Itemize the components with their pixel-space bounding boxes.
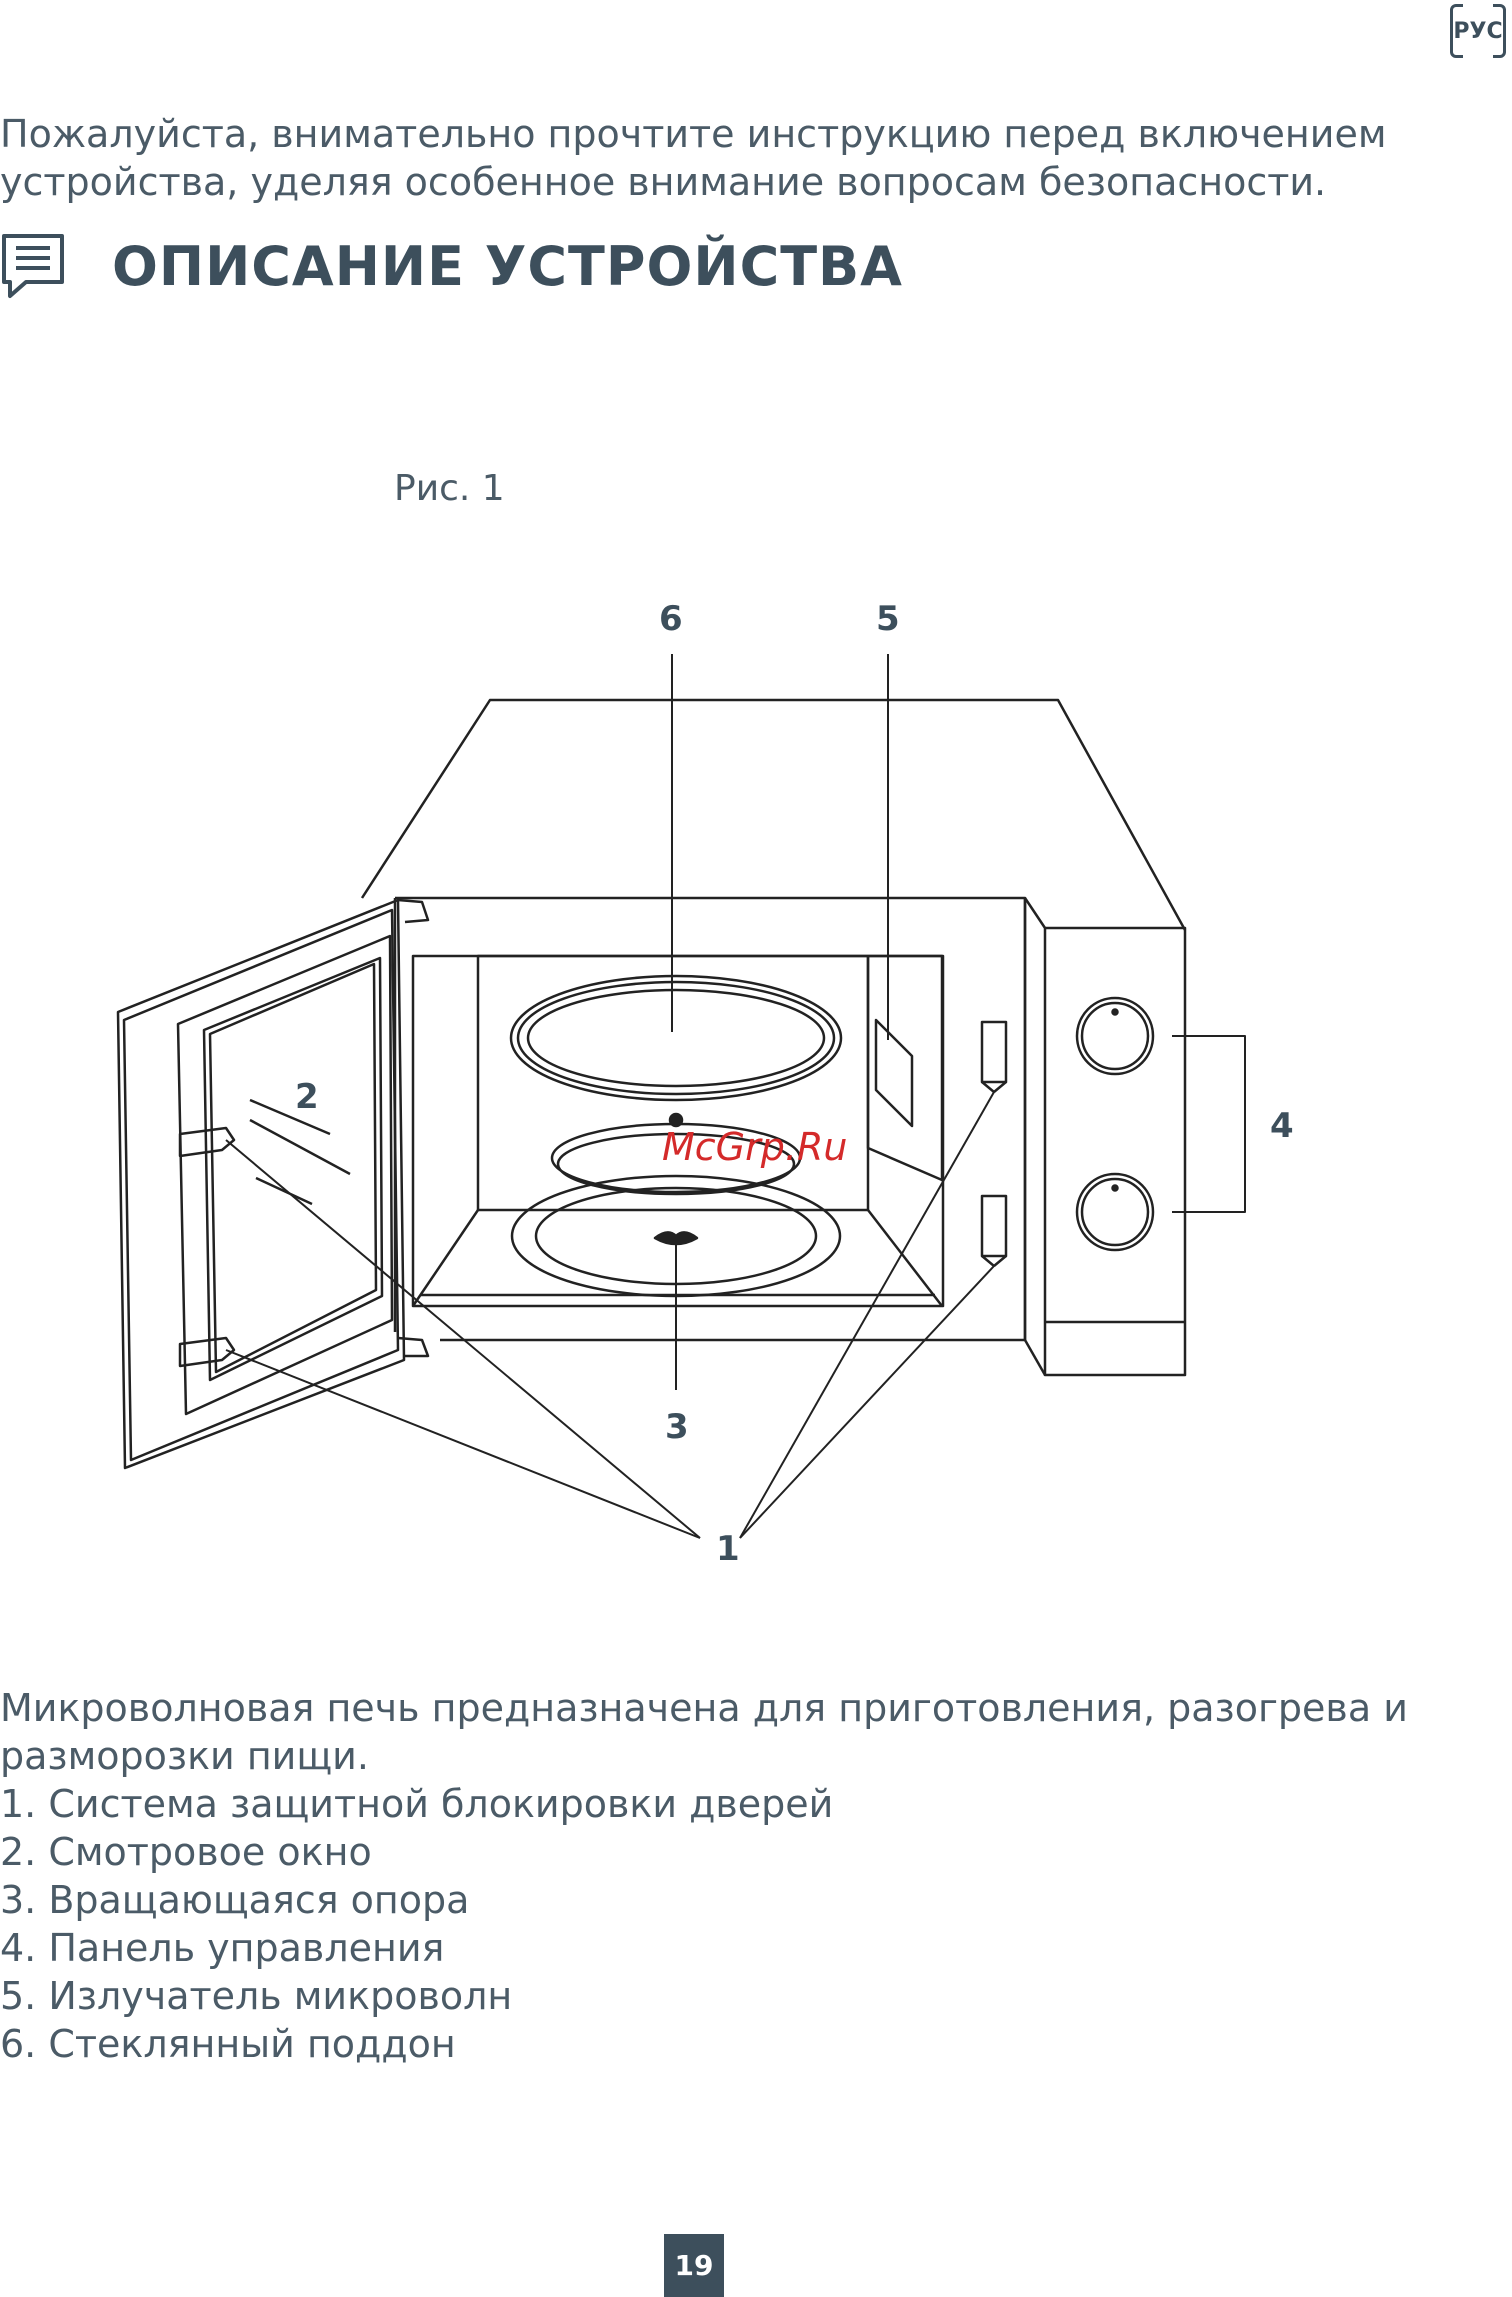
leader-1a	[225, 1139, 701, 1539]
intro-text: Пожалуйста, внимательно прочтите инструк…	[0, 112, 1387, 204]
list-item: 6. Стеклянный поддон	[0, 2022, 456, 2066]
parts-list: 1. Система защитной блокировки дверей 2.…	[0, 1780, 833, 2068]
door-window-frame	[176, 934, 394, 1416]
knob-top	[1075, 996, 1155, 1076]
language-badge-label: РУС	[1453, 18, 1503, 44]
oven-cavity-back	[476, 954, 944, 1182]
figure-caption: Рис. 1	[394, 468, 505, 509]
interlock-upper	[980, 1020, 1008, 1084]
section-title: ОПИСАНИЕ УСТРОЙСТВА	[112, 234, 903, 298]
watermark: McGrp.Ru	[662, 1125, 847, 1169]
glass-tray	[509, 974, 843, 1102]
list-item: 5. Излучатель микроволн	[0, 1974, 513, 2018]
device-purpose-text: Микроволновая печь предназначена для при…	[0, 1686, 1408, 1778]
leader-4	[1172, 1035, 1246, 1213]
list-item: 2. Смотровое окно	[0, 1830, 372, 1874]
list-item: 3. Вращающаяся опора	[0, 1878, 470, 1922]
knob-bottom	[1075, 1172, 1155, 1252]
callout-2: 2	[295, 1077, 319, 1117]
leader-1c	[739, 1091, 995, 1539]
language-badge: РУС	[1450, 3, 1506, 59]
list-item: 4. Панель управления	[0, 1926, 445, 1970]
callout-5: 5	[876, 599, 900, 639]
callout-1: 1	[716, 1529, 740, 1569]
callout-3: 3	[665, 1407, 689, 1447]
leader-1b	[225, 1349, 701, 1539]
magnetron-cover	[874, 1018, 914, 1128]
cabinet-top-outline	[360, 698, 1187, 931]
interlock-lower	[980, 1194, 1008, 1258]
callout-4: 4	[1270, 1106, 1294, 1146]
callout-6: 6	[659, 599, 683, 639]
document-lines-icon	[2, 234, 64, 298]
microwave-diagram: 6 5 2 4 3 1 McGrp.Ru	[116, 599, 1294, 1569]
door-window	[202, 956, 384, 1382]
section-heading: ОПИСАНИЕ УСТРОЙСТВА	[0, 232, 903, 300]
leader-1d	[739, 1265, 995, 1539]
control-panel	[1023, 897, 1187, 1377]
cabinet-front	[395, 896, 1027, 1342]
page-number: 19	[664, 2234, 724, 2297]
door-outer	[116, 898, 406, 1470]
list-item: 1. Система защитной блокировки дверей	[0, 1782, 834, 1826]
